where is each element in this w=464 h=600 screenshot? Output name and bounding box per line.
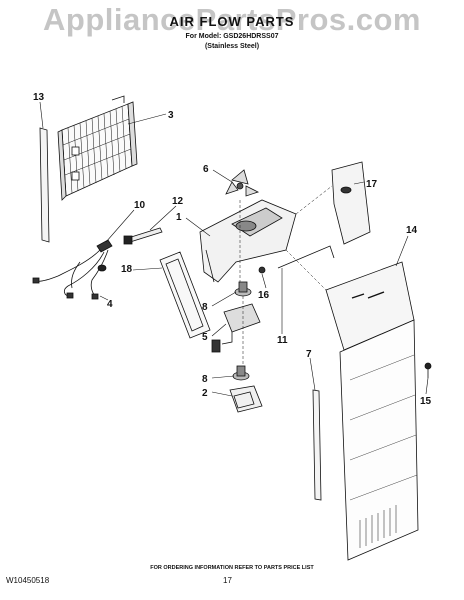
ordering-note: FOR ORDERING INFORMATION REFER TO PARTS …: [150, 565, 314, 571]
callout-11: 11: [277, 335, 288, 346]
callout-2: 2: [202, 388, 208, 399]
part-15-screw: [424, 362, 432, 378]
callout-15: 15: [420, 396, 432, 407]
callout-4: 4: [107, 299, 113, 310]
page-title: AIR FLOW PARTS: [169, 14, 295, 29]
part-11-rod: [277, 245, 335, 269]
part-14-cover: [325, 261, 419, 561]
callout-3: 3: [168, 110, 174, 121]
callout-12: 12: [172, 196, 184, 207]
callout-10: 10: [134, 200, 146, 211]
part-5-motor: [211, 303, 261, 353]
callout-8-lower: 8: [202, 374, 208, 385]
part-8-bushing-upper: [234, 281, 252, 297]
part-10-harness: [32, 239, 113, 300]
part-1-fan-housing: [199, 199, 297, 283]
callout-8-upper: 8: [202, 302, 208, 313]
finish-line: (Stainless Steel): [204, 43, 260, 50]
model-line: For Model: GSD26HDRSS07: [185, 33, 279, 40]
callout-5: 5: [202, 332, 208, 343]
part-13-strip: [39, 127, 50, 243]
part-12-connector: [123, 227, 163, 245]
callout-14: 14: [406, 225, 418, 236]
document-number: W10450518: [6, 576, 50, 585]
callout-17: 17: [366, 179, 378, 190]
callout-7: 7: [306, 349, 312, 360]
watermark: AppliancePartsPros.com: [43, 2, 421, 37]
part-3-evaporator: [57, 95, 138, 201]
part-17-foam-block: [331, 161, 371, 245]
callout-1: 1: [176, 212, 182, 223]
part-16-clip: [258, 266, 266, 274]
part-7-strip: [312, 389, 322, 501]
part-2-bracket: [229, 385, 263, 413]
callout-13: 13: [33, 92, 45, 103]
page-number: 17: [223, 576, 232, 585]
callout-18: 18: [121, 264, 133, 275]
callout-6: 6: [203, 164, 209, 175]
part-18-frame: [159, 251, 211, 339]
callout-16: 16: [258, 290, 270, 301]
part-8-bushing-lower: [232, 365, 250, 381]
part-6-fan-blade: [225, 169, 260, 197]
